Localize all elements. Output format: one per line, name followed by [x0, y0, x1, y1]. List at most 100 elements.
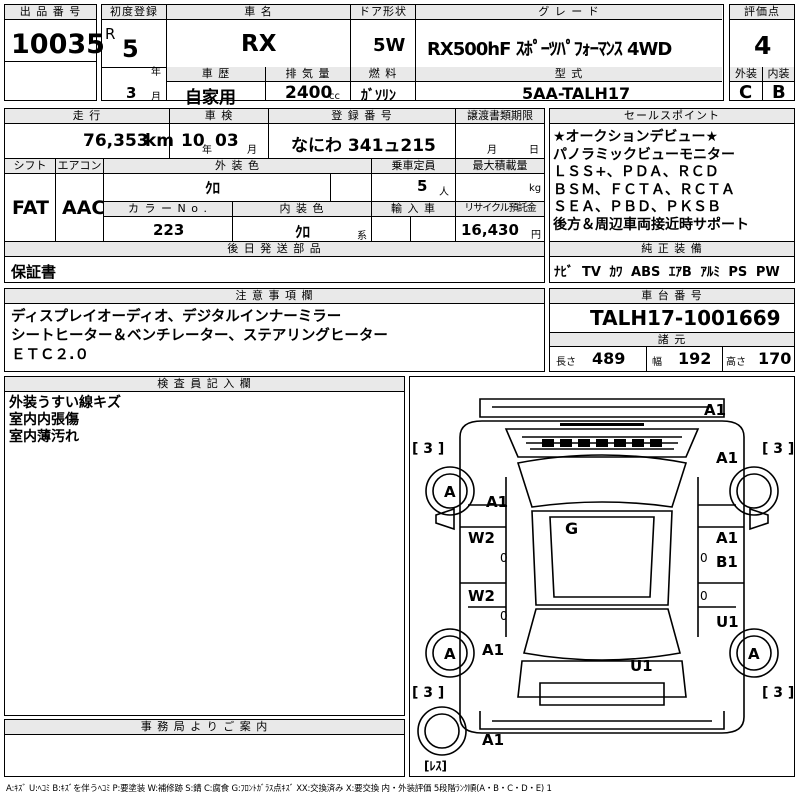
score-label: 評価点	[730, 5, 794, 20]
grade-label: グ レ ー ド	[416, 5, 722, 20]
equipment-item: TV	[582, 265, 601, 280]
inspection-label: 車 検	[170, 109, 268, 124]
history: 自家用	[185, 88, 236, 108]
exterior-label: 外装	[730, 67, 762, 82]
first-reg-label: 初度登録	[102, 5, 166, 20]
inspection-month: 03	[215, 131, 239, 151]
mark-left-rear-door-num: 0	[500, 609, 508, 623]
note-line: シートヒーター＆ベンチレーター、ステアリングヒーター	[11, 328, 388, 344]
first-reg-box: 初度登録 R 5 年 3 月	[101, 4, 167, 103]
mark-rear-bumper: A1	[482, 731, 505, 749]
sales-point-line: 後方＆周辺車両接近時サポート	[553, 216, 749, 233]
mark-left-front-wheel: A	[444, 483, 456, 501]
mark-rear-right-corner: [ 3 ]	[762, 685, 795, 701]
capacity: 5	[417, 177, 428, 195]
ac-label: エアコン	[56, 159, 103, 174]
equipment-list: ﾅﾋﾞ TV ｶﾜ ABS ｴｱB ｱﾙﾐ PS PW	[554, 261, 780, 280]
mark-left-front-fender: A1	[486, 493, 509, 511]
transfer-label: 譲渡書類期限	[456, 109, 544, 124]
inspector-box: 検 査 員 記 入 欄 外装うすい線キズ 室内内張傷 室内薄汚れ	[4, 376, 405, 716]
equipment-label: 純 正 装 備	[550, 242, 794, 257]
sales-point-line: ＳＥＡ、ＰＢＤ、ＰＫＳＢ	[553, 199, 721, 215]
mark-left-rear-wheel: A	[444, 645, 456, 663]
interior-color-unit: 系	[357, 231, 367, 242]
mark-left-rear-fender: A1	[482, 641, 505, 659]
later-parts-label: 後 日 発 送 部 品	[5, 242, 544, 257]
max-load-label: 最大積載量	[456, 159, 544, 174]
year-unit: 年	[151, 67, 161, 78]
displacement-label: 排 気 量	[266, 67, 350, 82]
notes-box: 注 意 事 項 欄 ディスプレイオーディオ、デジタルインナーミラー シートヒータ…	[4, 288, 545, 372]
door-label: ドア形状	[351, 5, 415, 20]
width: 192	[678, 349, 712, 368]
mark-front-right: A1	[716, 449, 739, 467]
mark-left-front-door-num: 0	[500, 551, 508, 565]
equipment-item: ｶﾜ	[609, 265, 623, 280]
note-line: ディスプレイオーディオ、デジタルインナーミラー	[11, 309, 342, 325]
mark-right-front-door-num: 0	[700, 551, 708, 565]
shift-label: シフト	[5, 159, 55, 174]
ac: AAC	[62, 197, 106, 219]
later-parts-box: 後 日 発 送 部 品 保証書	[4, 241, 545, 283]
month: 3	[126, 84, 137, 102]
capacity-label: 乗車定員	[372, 159, 455, 174]
year: 5	[122, 35, 139, 63]
color-no-label: カ ラ ー N o .	[104, 202, 232, 217]
mark-right-rear-door-num: 0	[700, 589, 708, 603]
mark-front-top: A1	[704, 401, 727, 419]
score: 4	[754, 31, 772, 60]
import-label: 輸 入 車	[372, 202, 455, 217]
car-outline-svg	[417, 398, 779, 756]
color-label: 外 装 色	[104, 159, 371, 174]
spare-label: [ﾚｽ]	[424, 759, 447, 773]
legend: A:ｷｽﾞ U:ﾍｺﾐ B:ｷｽﾞを伴うﾍｺﾐ P:要塗装 W:補修跡 S:錆 …	[6, 784, 552, 794]
exterior-grade: C	[739, 82, 753, 103]
lot-label: 出 品 番 号	[5, 5, 96, 20]
inspection-month-unit: 月	[247, 145, 257, 156]
mark-roof: G	[565, 519, 579, 538]
capacity-unit: 人	[439, 187, 449, 198]
notes-label: 注 意 事 項 欄	[5, 289, 544, 304]
mileage-unit: km	[145, 131, 175, 151]
mark-rear-left-corner: [ 3 ]	[412, 685, 445, 701]
mark-right-rear-wheel: A	[748, 645, 760, 663]
color: ｸﾛ	[205, 179, 221, 197]
era: R	[105, 25, 116, 43]
width-label: 幅	[652, 357, 662, 368]
equipment-item: PW	[755, 265, 780, 280]
month-unit: 月	[151, 92, 161, 103]
inspector-line: 外装うすい線キズ	[9, 395, 121, 411]
inspector-label: 検 査 員 記 入 欄	[5, 377, 404, 392]
lot-number: 10035	[11, 29, 105, 60]
grade: RX500hF ｽﾎﾟｰﾂﾊﾟﾌｫｰﾏﾝｽ 4WD	[427, 39, 672, 60]
sales-points-box: セールスポイント ★オークションデビュー★ パノラミックビューモニター ＬＳＳ+…	[549, 108, 795, 243]
height: 170	[758, 349, 792, 368]
mileage: 76,353	[83, 131, 149, 151]
equipment-item: ｱﾙﾐ	[700, 265, 720, 280]
note-line: ＥＴＣ２.０	[11, 347, 90, 363]
chassis-number: TALH17-1001669	[590, 306, 781, 330]
mark-front-left-corner: [ 3 ]	[412, 441, 445, 457]
recycle: 16,430	[461, 221, 519, 239]
equipment-item: PS	[728, 265, 748, 280]
door: 5W	[373, 35, 406, 56]
inspector-line: 室内内張傷	[9, 412, 79, 428]
plate: なにわ 341ュ215	[291, 136, 436, 156]
sales-point-line: ★オークションデビュー★	[553, 129, 719, 145]
equipment-item: ｴｱB	[668, 265, 692, 280]
car-name-label: 車 名	[167, 5, 350, 20]
details-box: 走 行 車 検 登 録 番 号 譲渡書類期限 76,353 km 10 年 03…	[4, 108, 545, 243]
mark-right-rear-door: U1	[716, 613, 739, 631]
interior-label: 内装	[763, 67, 794, 82]
interior-color: ｸﾛ	[295, 223, 311, 241]
recycle-label: リサイクル預託金	[456, 202, 544, 217]
mark-front-right-corner: [ 3 ]	[762, 441, 795, 457]
damage-diagram: A1 [ 3 ] [ 3 ] A1 A A1 G W2 0 A1 B1 0 W2…	[409, 376, 795, 777]
fuel: ｶﾞｿﾘﾝ	[361, 88, 396, 104]
interior-color-label: 内 装 色	[233, 202, 371, 217]
mark-right-front-door-1: A1	[716, 529, 739, 547]
history-label: 車 歴	[167, 67, 265, 82]
later-parts-value: 保証書	[11, 263, 57, 281]
interior-grade: B	[772, 82, 786, 103]
equipment-item: ﾅﾋﾞ	[554, 265, 574, 280]
